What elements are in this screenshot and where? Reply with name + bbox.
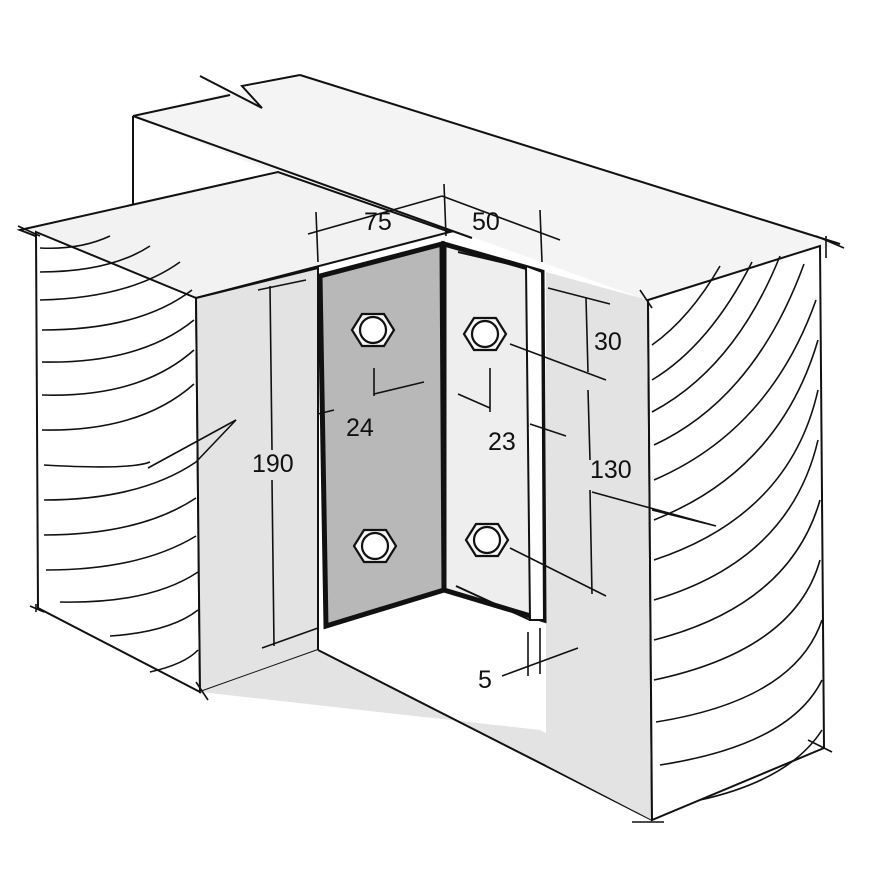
bolt-top-left [350, 312, 396, 348]
dim-label-23: 23 [488, 428, 516, 456]
dim-label-5: 5 [478, 666, 492, 694]
lower-timber [16, 170, 826, 822]
bolt-bottom-right [464, 522, 510, 558]
dim-label-50: 50 [472, 208, 500, 236]
dim-label-30: 30 [594, 328, 622, 356]
dim-label-75: 75 [364, 208, 392, 236]
dim-label-24: 24 [346, 414, 374, 442]
right-end-grain [591, 255, 823, 801]
timber-extension-lines [17, 225, 845, 823]
upper-timber [132, 74, 841, 300]
dimension-lines [257, 183, 611, 677]
bolt-top-right [462, 316, 508, 352]
bolt-bottom-left [352, 528, 398, 564]
left-end-grain [39, 235, 237, 673]
dim-label-190: 190 [252, 450, 294, 478]
dim-label-130: 130 [590, 456, 632, 484]
